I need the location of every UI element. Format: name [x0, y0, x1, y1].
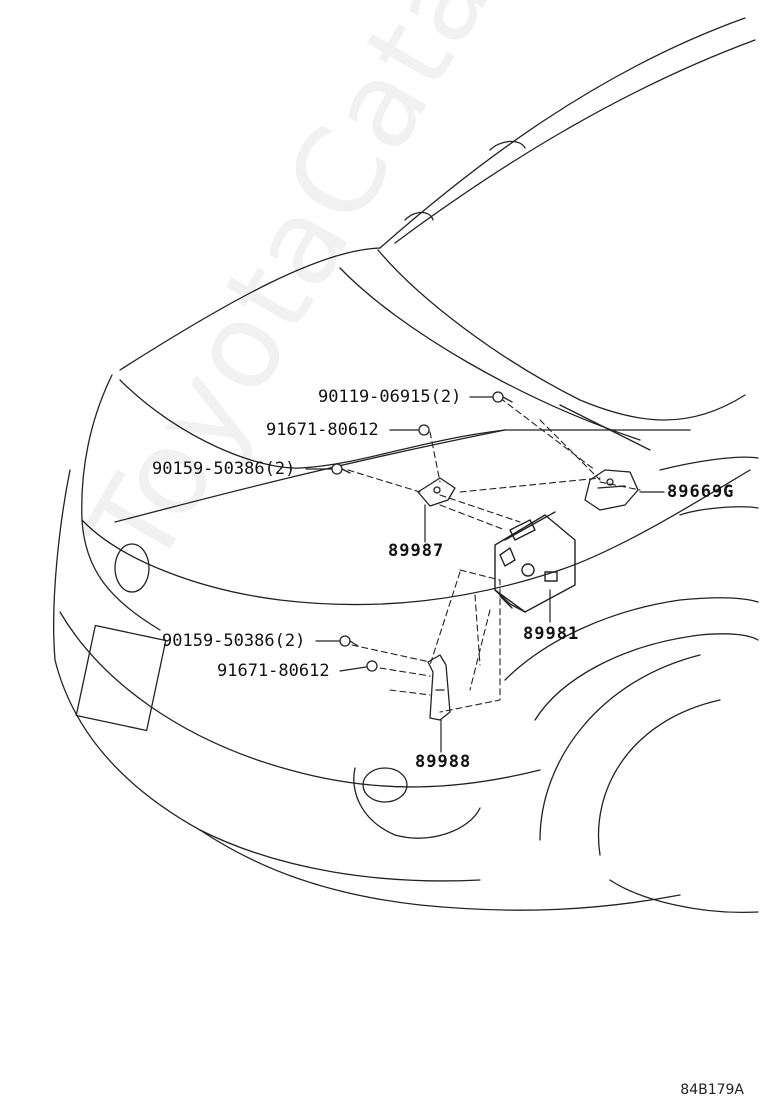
callout-90159-50386-upper[interactable]: 90159-50386(2) [152, 461, 295, 478]
part-quantity: (2) [430, 387, 462, 407]
part-quantity: (2) [264, 459, 296, 479]
callout-90159-50386-lower[interactable]: 90159-50386(2) [162, 633, 305, 650]
callout-89669g[interactable]: 89669G [667, 484, 734, 501]
callout-91671-80612-lower[interactable]: 91671-80612 [217, 663, 330, 680]
bracket-89988-shape [427, 654, 451, 721]
callout-89981[interactable]: 89981 [523, 626, 579, 643]
part-quantity: (2) [274, 631, 306, 651]
label-leader-lines [305, 396, 665, 753]
drawing-code: 84B179A [680, 1082, 744, 1098]
bracket-89669g-shape [584, 469, 639, 511]
callout-89988[interactable]: 89988 [415, 754, 471, 771]
part-number: 91671-80612 [217, 661, 330, 681]
part-number: 89981 [523, 624, 580, 644]
car-body-outline [53, 17, 759, 914]
part-number: 89669G [667, 482, 735, 502]
part-number: 89988 [415, 752, 472, 772]
assembly-leader-lines [347, 397, 641, 713]
part-number: 90159-50386 [162, 631, 275, 651]
part-number: 90119-06915 [318, 387, 431, 407]
part-number: 91671-80612 [266, 420, 379, 440]
part-number: 90159-50386 [152, 459, 265, 479]
ecu-module-shape [494, 511, 576, 613]
callout-89987[interactable]: 89987 [388, 543, 444, 560]
bracket-89987-shape [417, 477, 456, 507]
part-number: 89987 [388, 541, 445, 561]
callout-90119-06915[interactable]: 90119-06915(2) [318, 389, 461, 406]
callout-91671-80612-upper[interactable]: 91671-80612 [266, 422, 379, 439]
